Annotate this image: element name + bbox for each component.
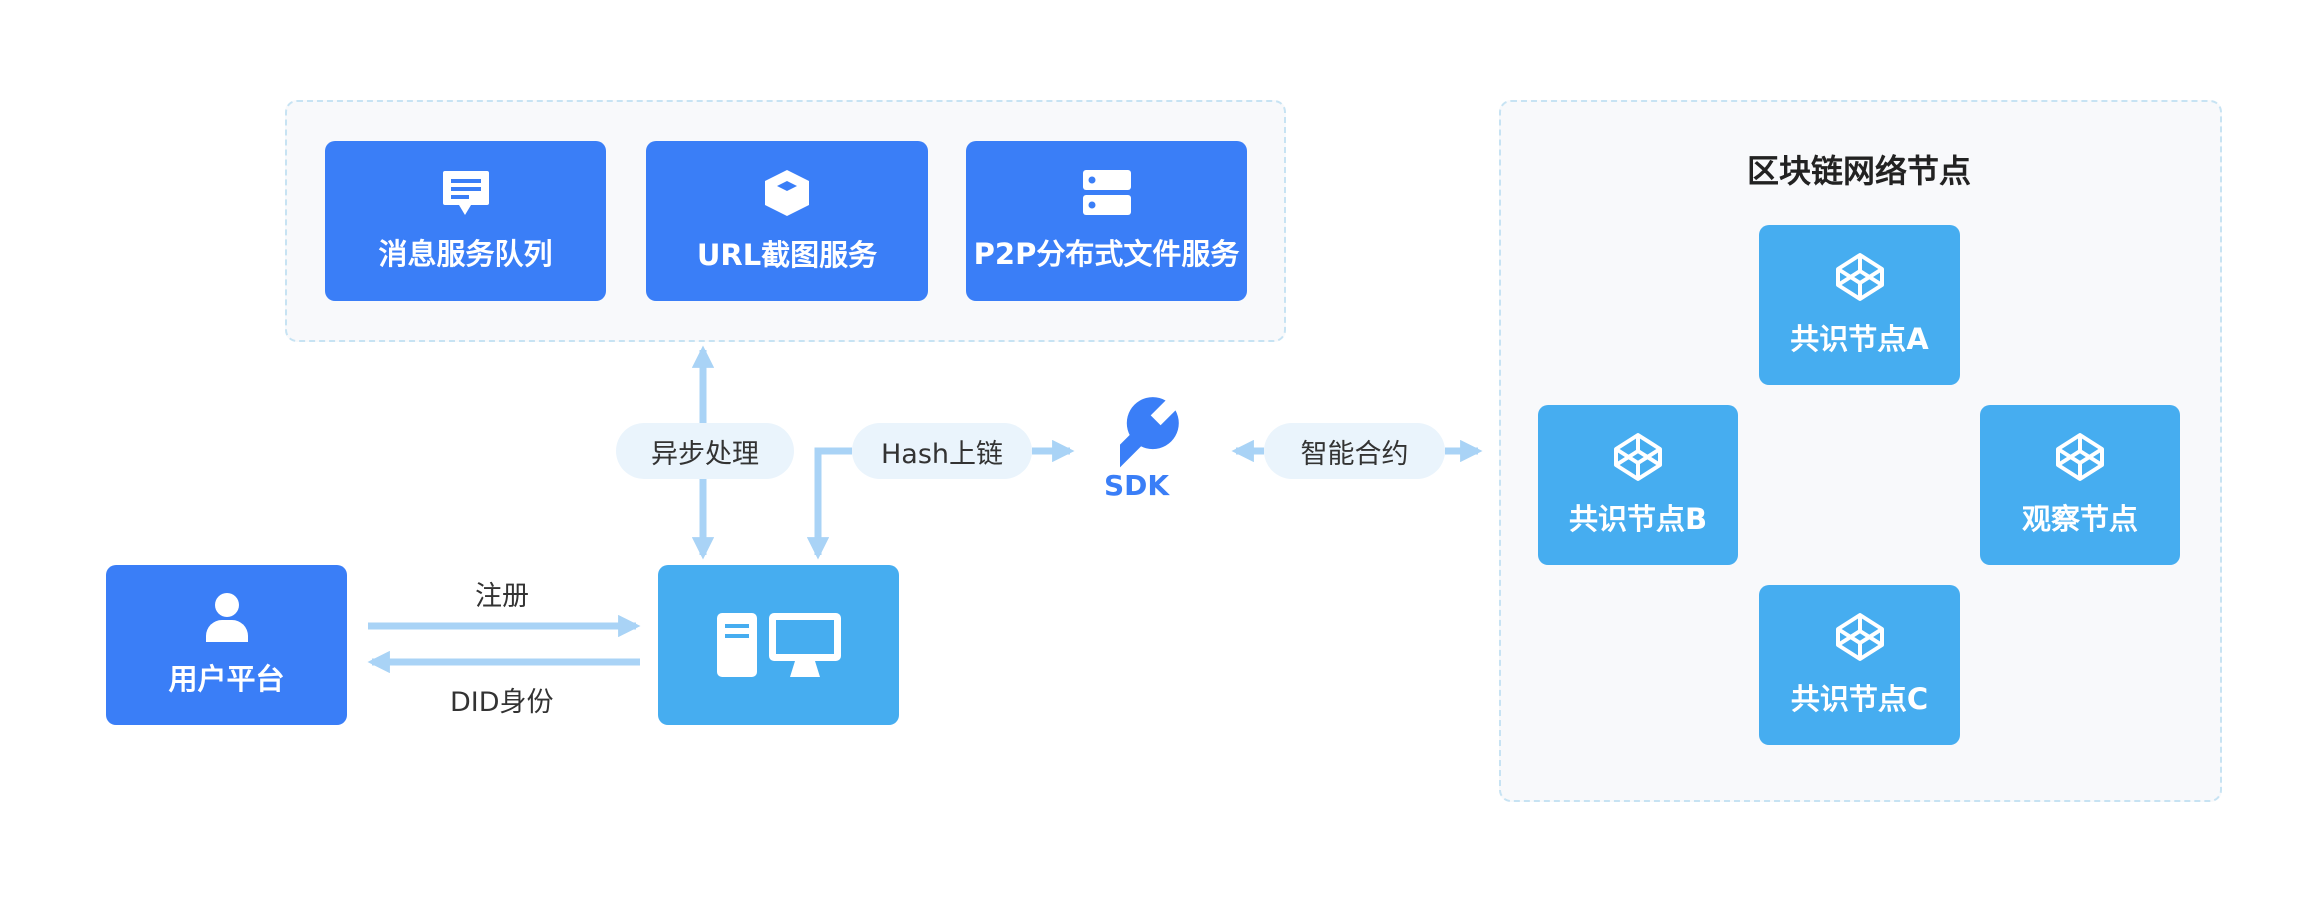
codepen-icon — [1613, 432, 1663, 482]
user-platform-label: 用户平台 — [168, 662, 285, 696]
service-message-queue[interactable]: 消息服务队列 — [325, 141, 606, 301]
user-platform-box[interactable]: 用户平台 — [106, 565, 347, 725]
hash-onchain-pill: Hash上链 — [852, 423, 1032, 479]
service-message-queue-label: 消息服务队列 — [378, 237, 553, 271]
observer-node-label: 观察节点 — [2021, 502, 2138, 536]
server-icon — [1082, 169, 1132, 217]
smart-contract-label: 智能合约 — [1300, 438, 1409, 470]
observer-node[interactable]: 观察节点 — [1980, 405, 2180, 565]
service-p2p-file[interactable]: P2P分布式文件服务 — [966, 141, 1247, 301]
sdk-label: SDK — [1104, 469, 1170, 502]
smart-contract-pill: 智能合约 — [1264, 423, 1445, 479]
consensus-node-b-label: 共识节点B — [1568, 502, 1708, 536]
computer-icon — [716, 612, 842, 678]
codepen-icon — [1835, 252, 1885, 302]
message-icon — [441, 169, 491, 217]
codepen-icon — [2055, 432, 2105, 482]
codepen-icon — [1835, 612, 1885, 662]
async-processing-label: 异步处理 — [651, 438, 759, 470]
blockchain-title: 区块链网络节点 — [1747, 152, 1972, 190]
cube-icon — [763, 168, 811, 218]
consensus-node-a[interactable]: 共识节点A — [1759, 225, 1960, 385]
consensus-node-c-label: 共识节点C — [1790, 682, 1929, 716]
consensus-node-c[interactable]: 共识节点C — [1759, 585, 1960, 745]
user-icon — [204, 592, 250, 642]
consensus-node-b[interactable]: 共识节点B — [1538, 405, 1738, 565]
service-url-screenshot[interactable]: URL截图服务 — [646, 141, 928, 301]
service-url-screenshot-label: URL截图服务 — [696, 238, 878, 272]
hash-elbow-arrow — [806, 447, 852, 560]
did-identity-label: DID身份 — [450, 687, 554, 718]
register-label: 注册 — [475, 581, 529, 612]
async-processing-pill: 异步处理 — [616, 423, 794, 479]
hash-onchain-label: Hash上链 — [880, 438, 1004, 470]
service-p2p-file-label: P2P分布式文件服务 — [973, 237, 1240, 271]
consensus-node-a-label: 共识节点A — [1790, 322, 1929, 356]
client-box[interactable] — [658, 565, 899, 725]
